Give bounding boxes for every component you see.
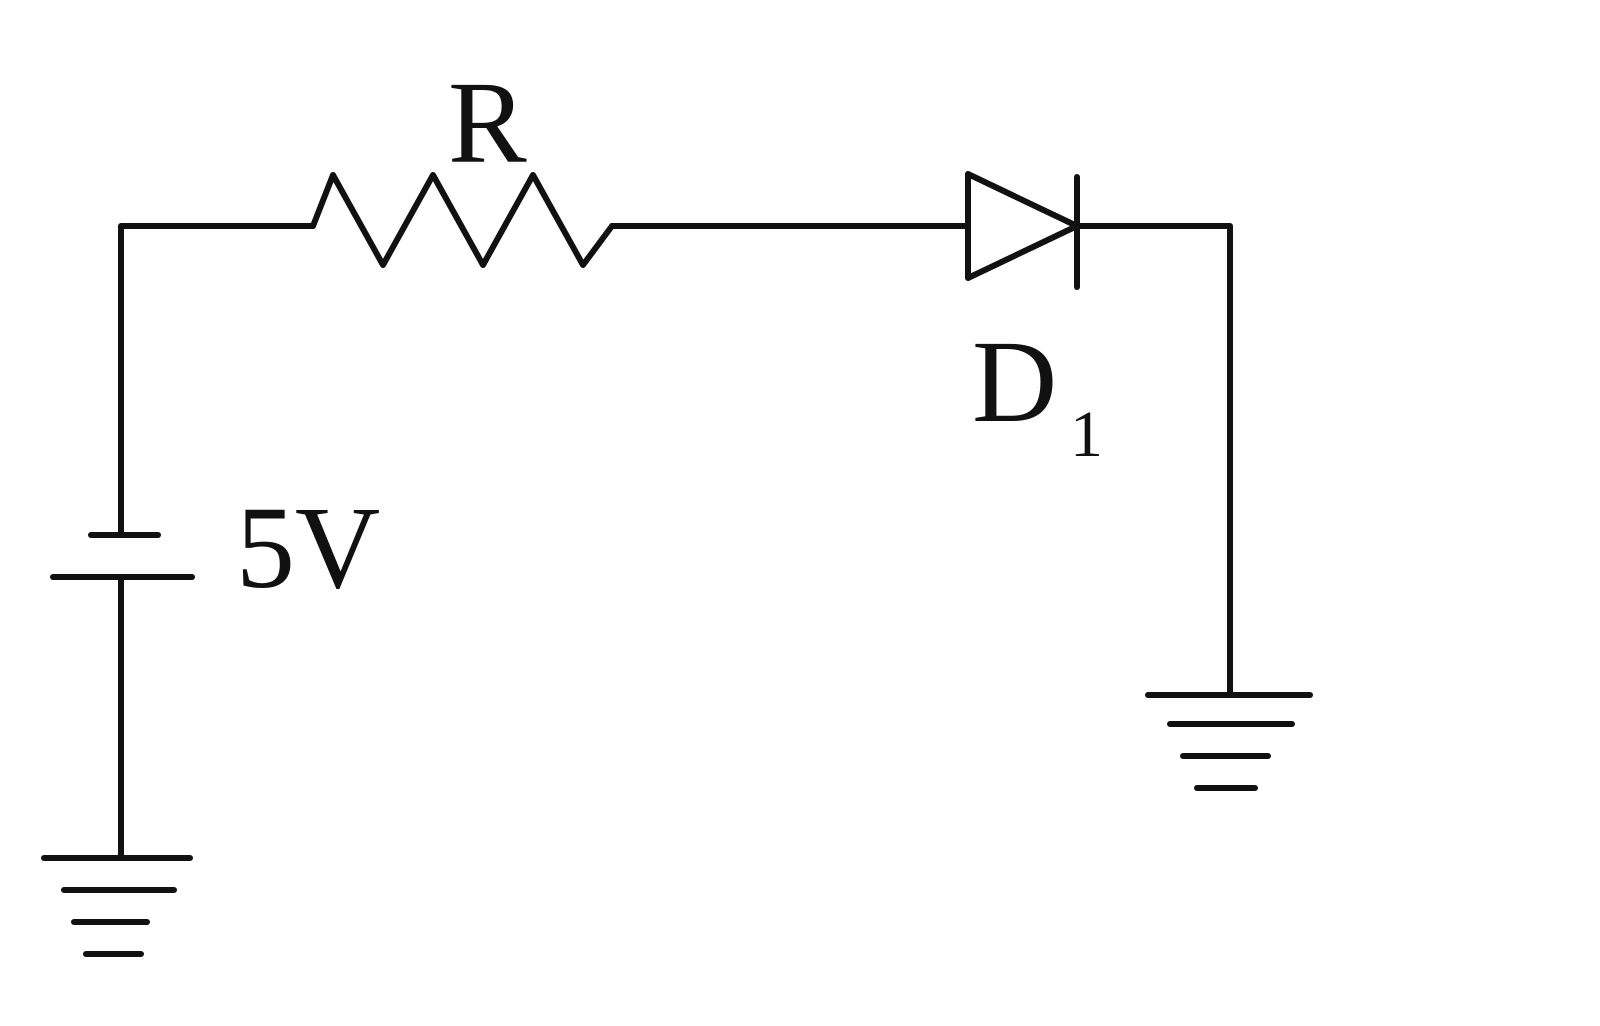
wire-left-top [118,223,316,538]
diode-triangle [965,171,1080,281]
source-voltage-label: 5V [236,482,380,613]
wire-right [1074,223,1233,698]
resistor-symbol [310,172,615,268]
right-ground-symbol [1145,692,1313,791]
resistor-label: R [448,57,527,188]
diode-label: D [972,316,1057,447]
left-ground-symbol [41,855,193,957]
diode-label-subscript: 1 [1070,398,1103,471]
